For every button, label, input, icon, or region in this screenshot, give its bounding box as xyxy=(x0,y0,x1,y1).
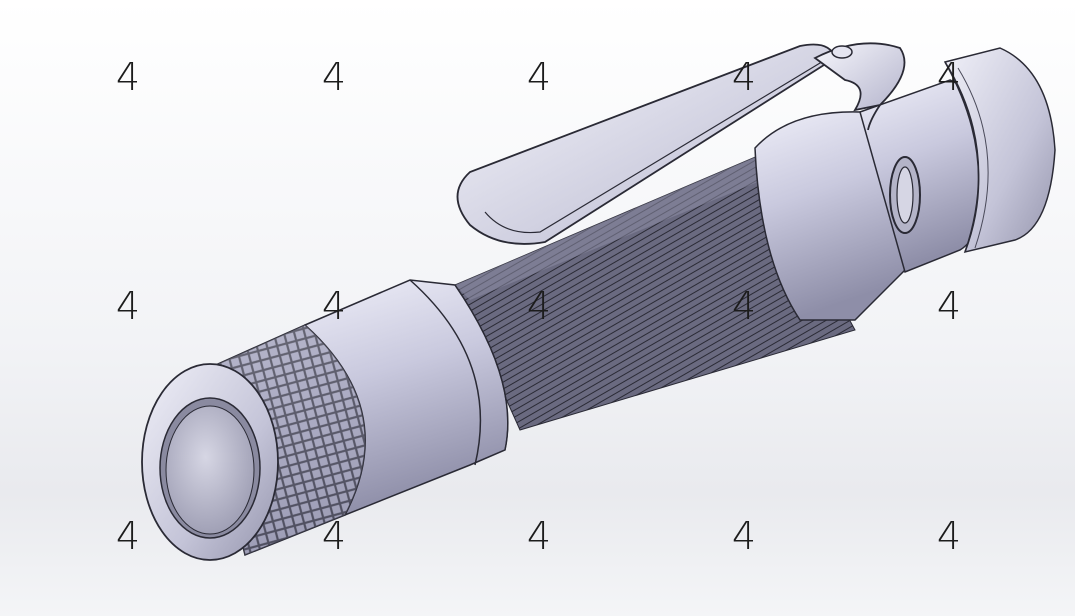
tail-end-cap xyxy=(141,363,279,561)
flashlight-head xyxy=(754,47,1056,321)
pocket-clip xyxy=(456,42,906,245)
